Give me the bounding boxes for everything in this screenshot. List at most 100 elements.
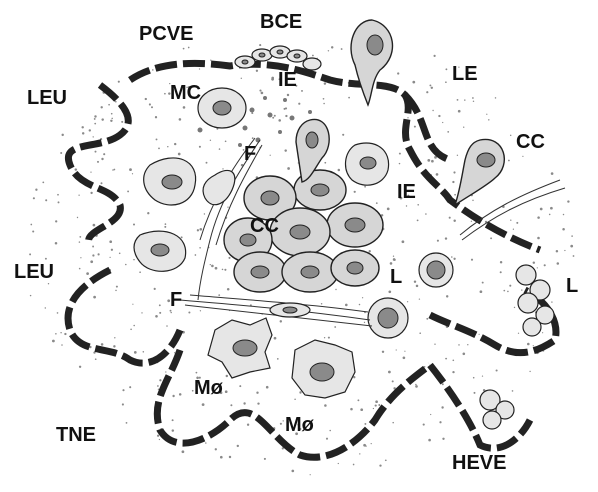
stroma-dot bbox=[256, 391, 258, 393]
stroma-dot bbox=[537, 216, 540, 219]
stroma-dot bbox=[134, 351, 137, 354]
stroma-dot bbox=[133, 223, 135, 225]
stroma-dot bbox=[200, 310, 201, 311]
stroma-dot bbox=[508, 160, 510, 162]
stroma-dot bbox=[472, 200, 473, 201]
stroma-dot bbox=[376, 202, 378, 204]
stroma-dot bbox=[417, 204, 419, 206]
stroma-dot bbox=[196, 372, 198, 374]
stroma-dot bbox=[111, 113, 113, 115]
stroma-dot bbox=[402, 240, 405, 243]
stroma-dot bbox=[512, 390, 514, 392]
stroma-dot bbox=[154, 288, 156, 290]
stroma-dot bbox=[103, 153, 105, 155]
stroma-dot bbox=[133, 259, 135, 261]
stroma-dot bbox=[115, 290, 117, 292]
stroma-dot bbox=[111, 118, 113, 120]
label-ie-top: IE bbox=[278, 69, 297, 91]
stroma-dot bbox=[122, 403, 124, 405]
stroma-dot bbox=[452, 181, 454, 183]
stroma-dot bbox=[414, 126, 416, 128]
stroma-dot bbox=[80, 257, 81, 258]
stroma-dot bbox=[174, 352, 175, 353]
stroma-dot bbox=[298, 103, 300, 105]
stroma-dot bbox=[385, 459, 387, 461]
stroma-dot bbox=[353, 464, 355, 466]
stroma-dot bbox=[321, 303, 323, 305]
stroma-dot bbox=[57, 194, 59, 196]
stroma-dot bbox=[165, 371, 166, 372]
stroma-dot bbox=[471, 221, 472, 222]
stroma-dot bbox=[438, 115, 440, 117]
stroma-dot bbox=[79, 366, 81, 368]
stroma-dot bbox=[81, 126, 83, 128]
stroma-dot bbox=[199, 228, 202, 231]
stroma-dot bbox=[60, 332, 61, 333]
stroma-dot bbox=[452, 371, 454, 373]
stroma-dot bbox=[172, 395, 174, 397]
stroma-dot bbox=[172, 419, 174, 421]
stroma-dot bbox=[482, 375, 483, 376]
stroma-dot bbox=[516, 222, 518, 224]
stroma-dot bbox=[404, 351, 405, 352]
stroma-dot bbox=[79, 236, 81, 238]
stroma-dot bbox=[369, 250, 371, 252]
stroma-dot bbox=[415, 385, 418, 388]
stroma-dot bbox=[442, 383, 444, 385]
stroma-dot bbox=[101, 106, 103, 108]
stroma-dot bbox=[90, 192, 92, 194]
stroma-dot bbox=[353, 376, 355, 378]
stroma-dot bbox=[35, 189, 37, 191]
stroma-dot bbox=[457, 155, 458, 156]
stroma-dot bbox=[452, 359, 454, 361]
stroma-dot bbox=[335, 289, 336, 290]
stroma-dot bbox=[350, 408, 353, 411]
stroma-dot bbox=[210, 140, 211, 141]
stroma-dot bbox=[30, 295, 31, 296]
stroma-dot bbox=[364, 423, 366, 425]
stroma-dot bbox=[521, 289, 522, 290]
stroma-dot bbox=[562, 228, 565, 231]
stroma-dot bbox=[454, 194, 456, 196]
stroma-dot bbox=[540, 208, 543, 211]
stroma-dot bbox=[229, 456, 231, 458]
stroma-dot bbox=[375, 400, 378, 403]
stroma-dot bbox=[95, 151, 97, 153]
stroma-dot bbox=[388, 371, 391, 374]
stroma-dot bbox=[121, 121, 123, 123]
stroma-dot bbox=[79, 268, 81, 270]
stroma-dot bbox=[159, 304, 161, 306]
stroma-dot bbox=[415, 384, 417, 386]
stroma-dot bbox=[445, 68, 447, 70]
stroma-dot bbox=[211, 265, 214, 268]
stroma-dot bbox=[270, 155, 271, 156]
stroma-dot bbox=[155, 315, 158, 318]
stroma-dot bbox=[471, 259, 473, 261]
stroma-dot bbox=[116, 286, 118, 288]
stroma-dot bbox=[549, 214, 551, 216]
stroma-dot bbox=[48, 283, 49, 284]
stroma-dot bbox=[272, 117, 274, 119]
stroma-dot bbox=[101, 118, 103, 120]
label-mc: MC bbox=[170, 82, 201, 104]
stroma-dot bbox=[527, 343, 530, 346]
stroma-dot bbox=[247, 424, 249, 426]
stroma-dot bbox=[464, 99, 465, 100]
label-mo-left: Mø bbox=[194, 377, 224, 399]
stroma-dot bbox=[256, 70, 258, 72]
stroma-dot bbox=[488, 119, 489, 120]
stroma-dot bbox=[285, 107, 287, 109]
stroma-dot bbox=[338, 169, 341, 172]
stroma-dot bbox=[266, 386, 269, 389]
stroma-dot bbox=[205, 442, 207, 444]
stroma-dot bbox=[29, 253, 31, 255]
stroma-dot bbox=[537, 237, 540, 240]
stroma-dot bbox=[570, 245, 573, 248]
stroma-dot bbox=[354, 191, 356, 193]
stroma-dot bbox=[133, 325, 135, 327]
stroma-dot bbox=[55, 220, 57, 222]
stroma-dot bbox=[112, 169, 114, 171]
stroma-dot bbox=[197, 229, 199, 231]
stroma-dot bbox=[239, 385, 241, 387]
